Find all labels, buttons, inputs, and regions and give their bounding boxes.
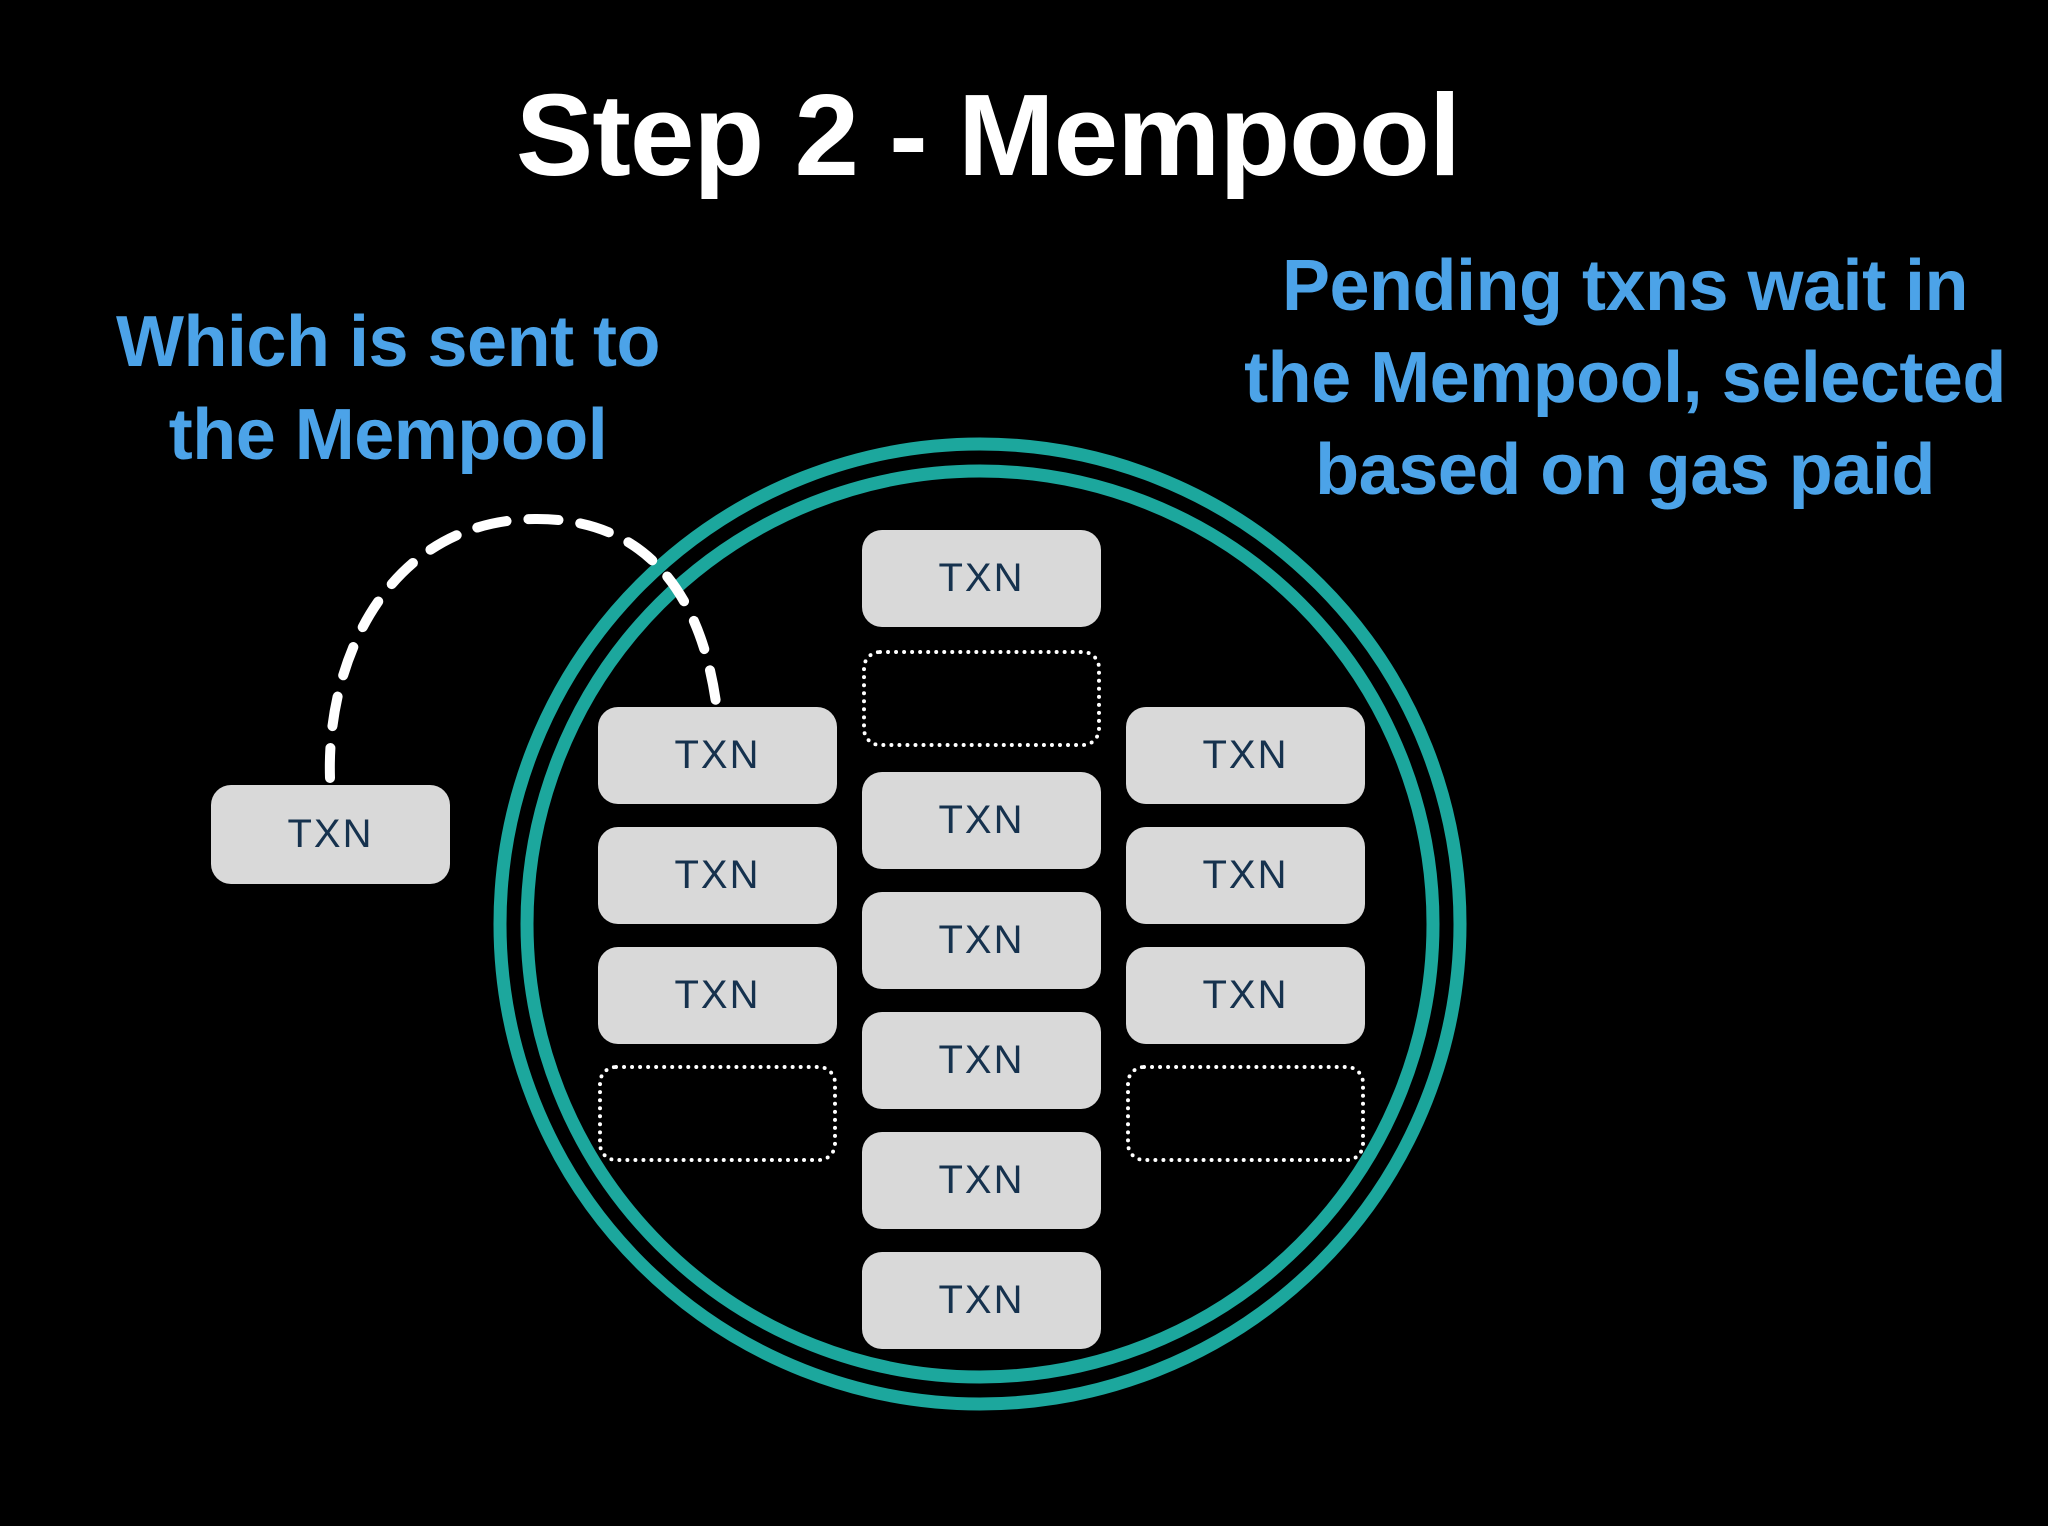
txn-label: TXN <box>1202 733 1289 777</box>
right-annotation-line: based on gas paid <box>1315 430 1935 510</box>
txn-box: TXN <box>862 1012 1101 1109</box>
txn-label: TXN <box>938 1038 1025 1082</box>
right-annotation-line: Pending txns wait in <box>1281 246 1969 326</box>
txn-box-outside: TXN <box>211 785 450 884</box>
txn-box: TXN <box>862 1252 1101 1349</box>
empty-slot <box>1126 1065 1365 1162</box>
dashed-arrow <box>324 513 722 783</box>
txn-box: TXN <box>862 772 1101 869</box>
txn-box: TXN <box>598 947 837 1044</box>
right-annotation: Pending txns wait in the Mempool, select… <box>1225 240 2025 516</box>
txn-label: TXN <box>938 798 1025 842</box>
txn-label: TXN <box>938 1278 1025 1322</box>
txn-box: TXN <box>862 1132 1101 1229</box>
empty-slot <box>598 1065 837 1162</box>
left-annotation-line: the Mempool <box>168 395 608 475</box>
right-annotation-line: the Mempool, selected <box>1244 338 2006 418</box>
txn-box: TXN <box>1126 947 1365 1044</box>
txn-box: TXN <box>1126 707 1365 804</box>
txn-box: TXN <box>862 530 1101 627</box>
left-annotation: Which is sent to the Mempool <box>38 296 738 482</box>
empty-slot <box>862 650 1101 747</box>
txn-label: TXN <box>1202 973 1289 1017</box>
txn-label: TXN <box>287 812 374 856</box>
page-title: Step 2 - Mempool <box>515 70 1461 200</box>
left-annotation-line: Which is sent to <box>115 302 661 382</box>
txn-label: TXN <box>674 853 761 897</box>
txn-label: TXN <box>938 556 1025 600</box>
txn-box: TXN <box>1126 827 1365 924</box>
txn-box: TXN <box>862 892 1101 989</box>
txn-label: TXN <box>938 1158 1025 1202</box>
txn-box: TXN <box>598 707 837 804</box>
mempool-circle-inner <box>520 464 1440 1384</box>
mempool-circle-outer <box>493 437 1467 1411</box>
txn-box: TXN <box>598 827 837 924</box>
txn-label: TXN <box>674 973 761 1017</box>
txn-label: TXN <box>674 733 761 777</box>
txn-label: TXN <box>1202 853 1289 897</box>
txn-label: TXN <box>938 918 1025 962</box>
